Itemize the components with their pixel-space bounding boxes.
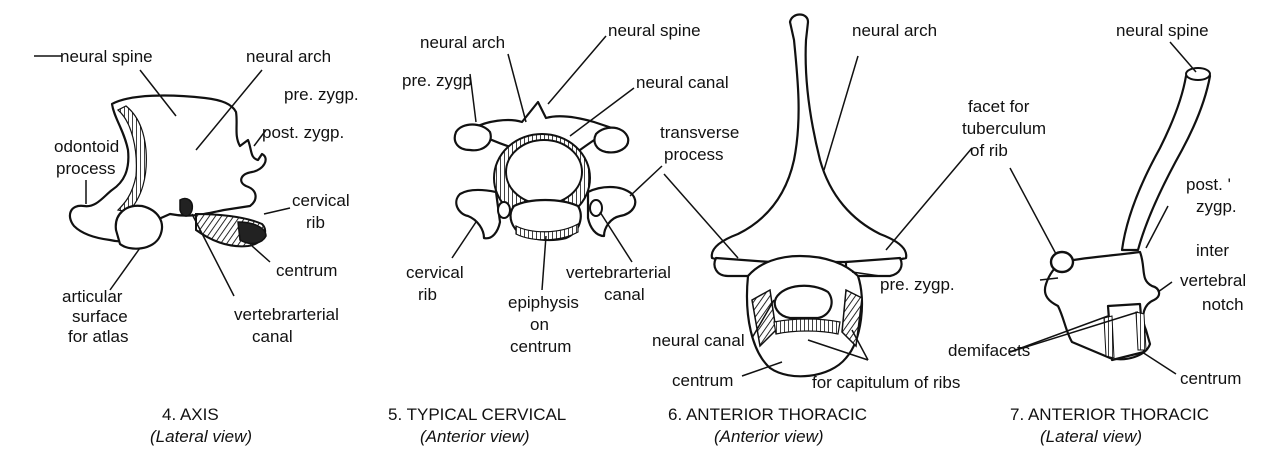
cervical-label-epiphysis-2: on — [530, 315, 549, 334]
axis-articular-surface — [116, 206, 162, 249]
cervical-label-transverse-1: transverse — [660, 123, 739, 142]
axis-label-neural-spine: neural spine — [60, 47, 153, 66]
axis-label-pre-zygp: pre. zygp. — [284, 85, 359, 104]
axis-label-articular-3: for atlas — [68, 327, 128, 346]
axis-label-cervical-rib-1: cervical — [292, 191, 350, 210]
axis-label-odontoid-2: process — [56, 159, 116, 178]
thoracic-lat-label-post-zygp-1: post. ' — [1186, 175, 1231, 194]
cervical-neural-canal — [506, 140, 582, 204]
thoracic-lateral-figure: neural spine post. ' zygp. inter vertebr… — [1010, 21, 1246, 388]
thoracic-ant-label-centrum: centrum — [672, 371, 733, 390]
cervical-label-cervical-rib-1: cervical — [406, 263, 464, 282]
thoracic-ant-label-facet-2: tuberculum — [962, 119, 1046, 138]
thoracic-ant-label-pre-zygp: pre. zygp. — [880, 275, 955, 294]
thoracic-ant-label-neural-canal: neural canal — [652, 331, 745, 350]
axis-label-articular-1: articular — [62, 287, 123, 306]
cervical-label-vert-canal-1: vertebrarterial — [566, 263, 671, 282]
caption-4-title: 4. AXIS — [162, 405, 219, 424]
caption-7-title: 7. ANTERIOR THORACIC — [1010, 405, 1209, 424]
cervical-label-neural-canal: neural canal — [636, 73, 729, 92]
thoracic-lat-label-neural-spine: neural spine — [1116, 21, 1209, 40]
thoracic-anterior-figure: neural arch facet for tuberculum of rib … — [652, 15, 1046, 393]
cervical-label-neural-spine: neural spine — [608, 21, 701, 40]
cervical-label-cervical-rib-2: rib — [418, 285, 437, 304]
thoracic-lat-centrum-hatch-r — [1136, 312, 1146, 350]
thoracic-lat-label-centrum: centrum — [1180, 369, 1241, 388]
caption-7-sub: (Lateral view) — [1040, 427, 1142, 446]
cervical-label-pre-zygp: pre. zygp — [402, 71, 472, 90]
thoracic-ant-label-capitulum: for capitulum of ribs — [812, 373, 960, 392]
thoracic-lat-label-post-zygp-2: zygp. — [1196, 197, 1237, 216]
thoracic-ant-label-facet-3: of rib — [970, 141, 1008, 160]
thoracic-ant-neural-canal — [775, 286, 832, 318]
axis-label-post-zygp: post. zygp. — [262, 123, 344, 142]
caption-6-sub: (Anterior view) — [714, 427, 824, 446]
thoracic-lat-spine — [1122, 71, 1210, 250]
thoracic-lat-spine-tip — [1186, 68, 1210, 80]
caption-4-sub: (Lateral view) — [150, 427, 252, 446]
captions: 4. AXIS (Lateral view) 5. TYPICAL CERVIC… — [150, 405, 1209, 446]
caption-6-title: 6. ANTERIOR THORACIC — [668, 405, 867, 424]
thoracic-lat-label-inter-1: inter — [1196, 241, 1229, 260]
cervical-zyg-left — [455, 125, 491, 151]
axis-figure: neural spine neural arch pre. zygp. post… — [34, 47, 359, 346]
cervical-label-epiphysis-1: epiphysis — [508, 293, 579, 312]
cervical-figure: neural arch neural spine pre. zygp neura… — [402, 21, 739, 356]
axis-label-vert-canal-1: vertebrarterial — [234, 305, 339, 324]
cervical-transverse-left — [456, 190, 500, 238]
cervical-label-transverse-2: process — [664, 145, 724, 164]
thoracic-ant-spine — [712, 15, 906, 263]
thoracic-ant-label-neural-arch: neural arch — [852, 21, 937, 40]
thoracic-ant-label-demifacets: demifacets — [948, 341, 1030, 360]
cervical-label-epiphysis-3: centrum — [510, 337, 571, 356]
cervical-zyg-right — [594, 128, 628, 153]
axis-label-articular-2: surface — [72, 307, 128, 326]
axis-label-neural-arch: neural arch — [246, 47, 331, 66]
cervical-foramen-left — [498, 202, 510, 218]
thoracic-lat-label-inter-2: vertebral — [1180, 271, 1246, 290]
thoracic-ant-label-facet-1: facet for — [968, 97, 1030, 116]
axis-label-cervical-rib-2: rib — [306, 213, 325, 232]
axis-label-odontoid-1: odontoid — [54, 137, 119, 156]
axis-label-vert-canal-2: canal — [252, 327, 293, 346]
caption-5-sub: (Anterior view) — [420, 427, 530, 446]
thoracic-lat-label-inter-3: notch — [1202, 295, 1244, 314]
thoracic-lat-facet — [1051, 252, 1073, 272]
axis-foramen — [180, 198, 192, 216]
caption-5-title: 5. TYPICAL CERVICAL — [388, 405, 566, 424]
cervical-label-neural-arch: neural arch — [420, 33, 505, 52]
cervical-label-vert-canal-2: canal — [604, 285, 645, 304]
axis-label-centrum: centrum — [276, 261, 337, 280]
